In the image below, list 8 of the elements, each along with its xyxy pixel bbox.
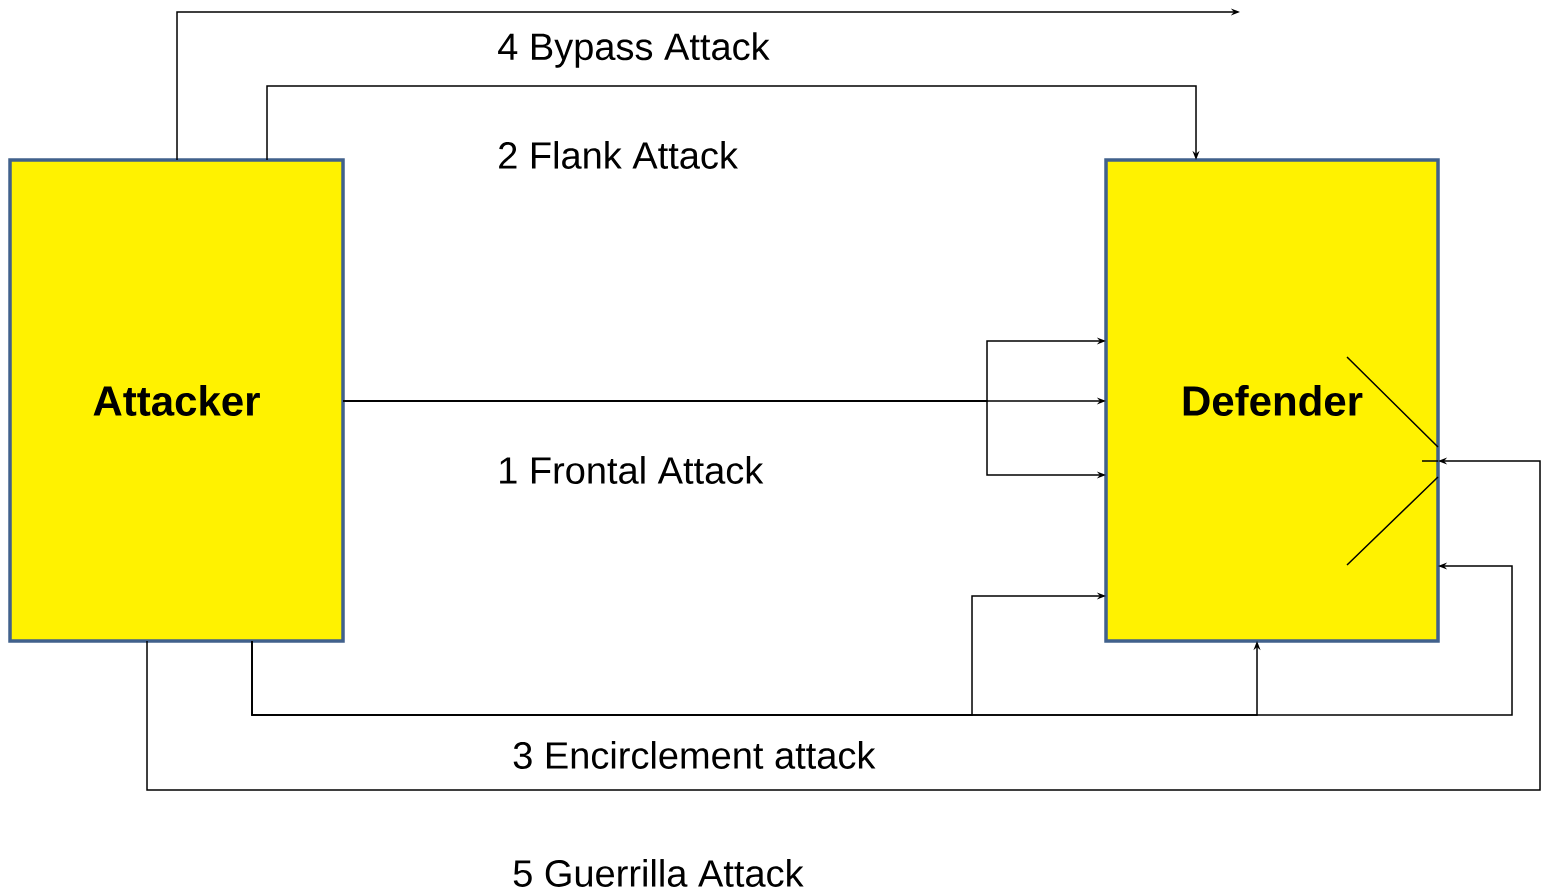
player-box: Attacker — [8, 158, 345, 643]
edge-label: 3 Encirclement attack — [510, 739, 878, 771]
edge-label: 1 Frontal Attack — [495, 454, 766, 486]
edge-label: 2 Flank Attack — [495, 139, 740, 171]
edge-label: 4 Bypass Attack — [495, 30, 772, 70]
edge-label: 5 Guerrilla Attack — [510, 857, 806, 889]
arrow — [266, 85, 1200, 161]
player-box: Defender — [1104, 158, 1440, 643]
